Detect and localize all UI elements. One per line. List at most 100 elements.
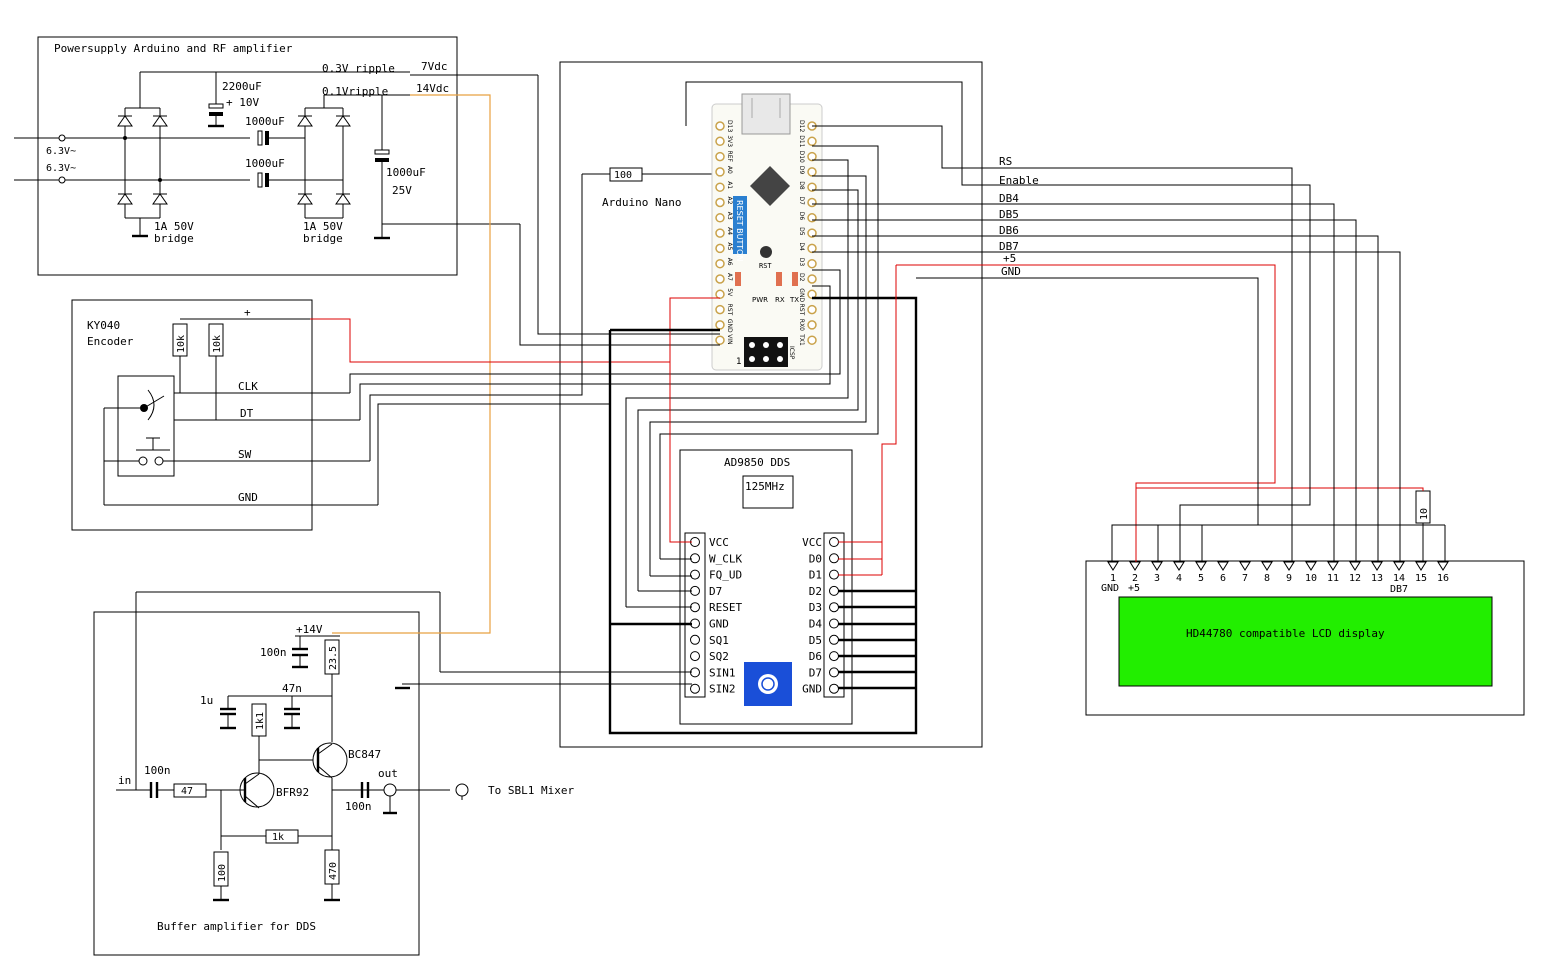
dds-right-pin-label: D5 bbox=[809, 634, 822, 647]
nano-right-pin-label: TX1 bbox=[798, 333, 805, 346]
ripple-2-label: 0.1Vripple bbox=[322, 85, 388, 98]
lcd-pin bbox=[1261, 561, 1273, 571]
dds-left-pin-label: SIN2 bbox=[709, 683, 736, 696]
nano-left-pin bbox=[715, 182, 725, 192]
nano-left-pin bbox=[715, 335, 725, 345]
nano-right-pin-label: D2 bbox=[798, 273, 805, 282]
lcd-resistor-label: 10 bbox=[1419, 508, 1430, 520]
nano-right-pin bbox=[807, 151, 817, 162]
bridge-2-label: bridge bbox=[303, 232, 343, 245]
cap-b-label: 1000uF bbox=[245, 157, 285, 170]
dds-right-pin bbox=[829, 537, 839, 547]
sig-gnd: GND bbox=[1001, 265, 1021, 278]
dds-left-pin bbox=[690, 569, 700, 580]
nano-left-pin-label: A2 bbox=[726, 197, 733, 205]
lcd-pin-number: 4 bbox=[1176, 573, 1182, 584]
nano-left-pin bbox=[715, 289, 725, 300]
out-label: out bbox=[378, 767, 398, 780]
nano-right-pin bbox=[807, 320, 817, 330]
cap-2200-voltage: + 10V bbox=[226, 96, 259, 109]
nano-right-pin-label: D6 bbox=[798, 212, 805, 221]
rst-small-label: RST bbox=[759, 262, 772, 270]
encoder-block: KY040 Encoder + 10k 10k CLK DT SW GND bbox=[71, 299, 378, 531]
c-100n-label: 100n bbox=[260, 646, 287, 659]
dds-right-pin bbox=[829, 634, 839, 645]
r-1k-label: 1k bbox=[272, 832, 284, 843]
dds-right-pin-label: GND bbox=[802, 683, 822, 696]
dds-left-pin-label: SQ1 bbox=[709, 634, 729, 647]
in-label: in bbox=[118, 774, 131, 787]
sw-label: SW bbox=[238, 448, 252, 461]
nano-left-pin-label: D13 bbox=[726, 120, 733, 132]
nano-left-pin-label: A1 bbox=[726, 181, 733, 189]
dds-right-pin-label: VCC bbox=[802, 536, 822, 549]
reset-button-text: RESET BUTTON bbox=[735, 200, 744, 261]
nano-left-pin-label: RST bbox=[726, 304, 733, 316]
buffer-v-label: +14V bbox=[296, 623, 323, 636]
lcd-pin-number: 2 bbox=[1132, 573, 1138, 584]
lcd-pin-number: 16 bbox=[1437, 573, 1449, 584]
dds-left-pin-label: SIN1 bbox=[709, 666, 736, 679]
sig-plus5: +5 bbox=[1003, 252, 1016, 265]
nano-right-pin-label: RX0 bbox=[798, 319, 805, 331]
bridge-1-label: bridge bbox=[154, 232, 194, 245]
lcd-pin bbox=[1107, 561, 1119, 571]
lcd-pin-number: 9 bbox=[1286, 573, 1292, 584]
dds-right-pin-label: D4 bbox=[809, 618, 823, 631]
lcd-pin-number: 10 bbox=[1305, 573, 1317, 584]
sig-enable: Enable bbox=[999, 174, 1039, 187]
nano-left-pin-label: A4 bbox=[726, 227, 733, 235]
nano-right-pin bbox=[807, 167, 817, 177]
nano-right-pin bbox=[807, 197, 817, 208]
dds-right-pin bbox=[829, 667, 839, 678]
dds-left-pin bbox=[690, 651, 700, 662]
lcd-signal-labels: RS Enable DB4 DB5 DB6 DB7 +5 GND bbox=[999, 155, 1039, 278]
dds-left-pin-label: FQ_UD bbox=[709, 569, 742, 582]
lcd-plus5-label: +5 bbox=[1128, 583, 1140, 594]
lcd-pin bbox=[1415, 561, 1427, 571]
dds-right-pin bbox=[829, 651, 839, 662]
r-100-label: 100 bbox=[217, 864, 228, 882]
encoder-subtitle: Encoder bbox=[87, 335, 134, 348]
crystal-label: 125MHz bbox=[745, 480, 785, 493]
bridge-1-rating: 1A 50V bbox=[154, 220, 194, 233]
dest-label: To SBL1 Mixer bbox=[488, 784, 574, 797]
dds-block: AD9850 DDS 125MHz VCCW_CLKFQ_UDD7RESETGN… bbox=[679, 449, 853, 725]
dds-left-pin-label: VCC bbox=[709, 536, 729, 549]
led-pwr: PWR bbox=[752, 296, 768, 304]
lcd-pin-number: 3 bbox=[1154, 573, 1160, 584]
c-1u-label: 1u bbox=[200, 694, 213, 707]
nano-left-pin bbox=[715, 197, 725, 208]
t1-label: BFR92 bbox=[276, 786, 309, 799]
nano-left-pin bbox=[715, 274, 725, 284]
power-supply-block: Powersupply Arduino and RF amplifier 6.3… bbox=[14, 36, 538, 276]
nano-right-pin-label: RST bbox=[798, 304, 805, 316]
dds-right-pin-label: D3 bbox=[809, 601, 822, 614]
buffer-amp-block: Buffer amplifier for DDS +14V 100n 23.5 … bbox=[93, 591, 692, 956]
r-10k-1-label: 10k bbox=[176, 335, 187, 353]
encoder-plus-label: + bbox=[244, 306, 251, 319]
nano-left-pin-label: A3 bbox=[726, 212, 733, 220]
encoder-title: KY040 bbox=[87, 319, 120, 332]
nano-right-pin-label: D12 bbox=[798, 120, 805, 132]
dds-right-pin-label: D0 bbox=[809, 552, 822, 565]
bridge-2-rating: 1A 50V bbox=[303, 220, 343, 233]
nano-right-pin bbox=[807, 335, 817, 345]
nano-left-pin-label: 3V3 bbox=[726, 135, 733, 147]
arduino-block: Arduino Nano 100 RESET BUTTON RST PWR RX… bbox=[559, 61, 983, 748]
led-rx: RX bbox=[775, 296, 785, 304]
dds-right-pin bbox=[829, 683, 839, 694]
r-47-label: 47 bbox=[181, 786, 193, 797]
lcd-gnd-label: GND bbox=[1101, 583, 1119, 594]
dds-right-pin bbox=[829, 602, 839, 613]
dds-right-pin-label: D6 bbox=[809, 650, 822, 663]
dds-left-pin-label: W_CLK bbox=[709, 552, 742, 565]
nano-left-pin-label: GND bbox=[726, 319, 733, 333]
dds-right-pin-label: D2 bbox=[809, 585, 822, 598]
dt-label: DT bbox=[240, 407, 254, 420]
output-14v-label: 14Vdc bbox=[416, 82, 449, 95]
nano-left-pin bbox=[715, 243, 725, 254]
lcd-pin-number: 12 bbox=[1349, 573, 1361, 584]
